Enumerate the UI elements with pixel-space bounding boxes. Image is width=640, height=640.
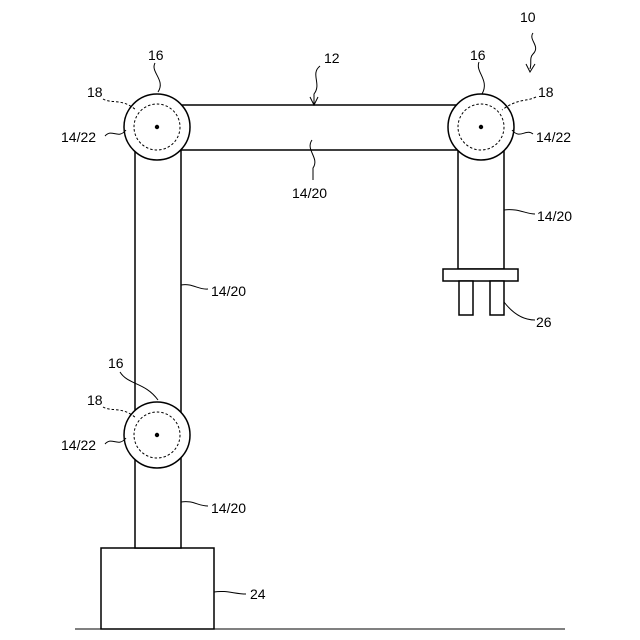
label-link-right: 14/20 [537,208,572,224]
axis-center-dot [479,125,483,129]
leader-26 [504,302,535,320]
label-joint-top-left: 16 [148,47,164,63]
leader-1422-lower [105,438,126,444]
leader-link-column-upper [181,285,208,289]
leader-16-right [478,62,484,94]
leader-24 [214,591,246,594]
tool-finger-left [459,281,473,315]
leader-16-left [154,63,160,92]
axis-center-dot [155,433,159,437]
label-tool: 26 [536,314,552,330]
label-joint-link-top-left: 14/22 [61,129,96,145]
axis-center-dot [155,125,159,129]
leader-1422-right [512,130,533,134]
joint-top-right [448,94,514,160]
label-link-column-lower: 14/20 [211,500,246,516]
joint-top-left [124,94,190,160]
leader-1422-left [105,130,126,136]
label-robot: 10 [520,9,536,25]
label-axis-top-right: 18 [538,84,554,100]
label-joint-link-top-right: 14/22 [536,129,571,145]
base-block [101,548,214,629]
column-link [135,127,181,548]
leader-link-right [504,210,535,214]
label-axis-lower: 18 [87,392,103,408]
joint-lower [124,402,190,468]
label-axis-top-left: 18 [87,84,103,100]
label-base: 24 [250,586,266,602]
label-link-column-upper: 14/20 [211,283,246,299]
label-joint-top-right: 16 [470,47,486,63]
leader-link-column-lower [181,502,208,506]
label-arm: 12 [324,50,340,66]
label-joint-lower: 16 [108,355,124,371]
leader-10 [530,33,536,69]
horizontal-link [157,105,481,150]
tool-finger-right [490,281,504,315]
label-joint-link-lower: 14/22 [61,437,96,453]
tool-flange [443,269,518,281]
label-link-horizontal: 14/20 [292,185,327,201]
